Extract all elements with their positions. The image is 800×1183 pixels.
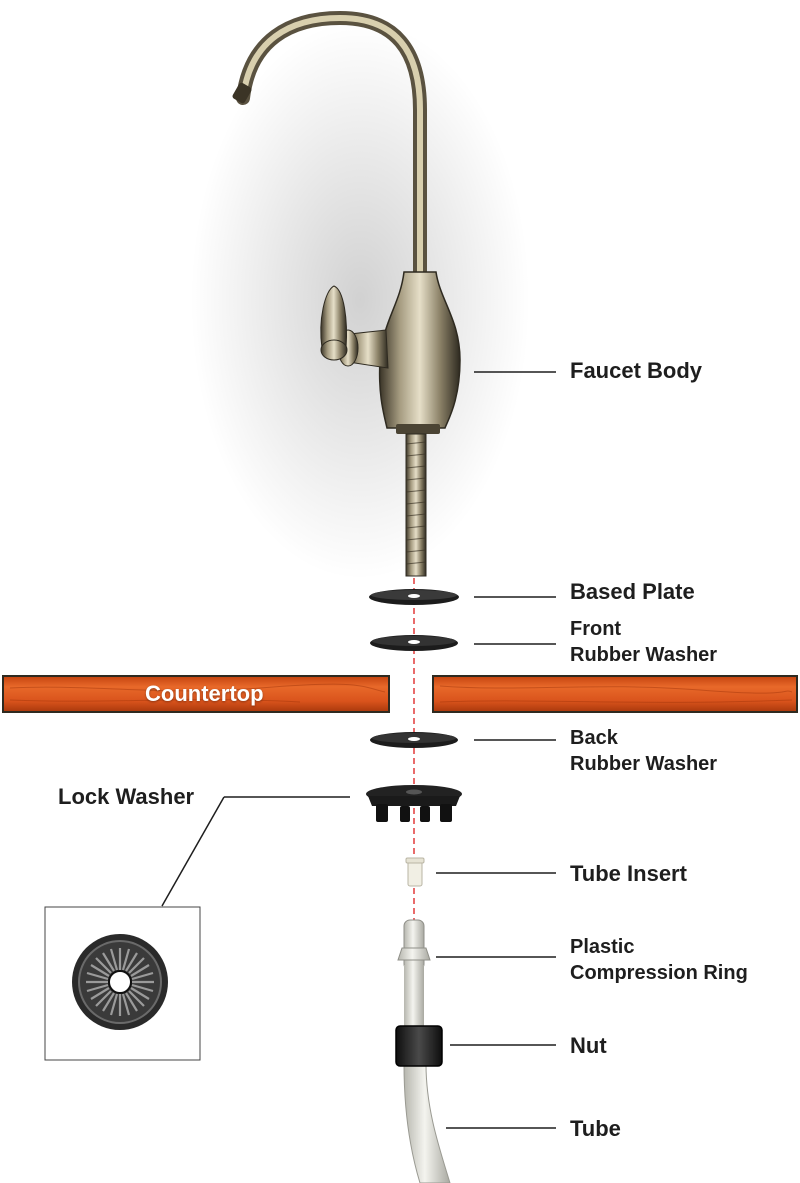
label-back-rubber-washer-line2: Rubber Washer <box>570 753 718 775</box>
label-plastic-compression-ring-line2: Compression Ring <box>570 962 748 984</box>
label-plastic-compression-ring: Plastic Compression Ring <box>570 934 748 986</box>
label-faucet-body: Faucet Body <box>570 358 703 383</box>
leader-lines <box>161 371 556 1129</box>
label-back-rubber-washer-line1: Back <box>570 727 618 749</box>
lock-washer <box>366 785 462 822</box>
faucet-body <box>232 10 461 577</box>
label-front-rubber-washer-line2: Rubber Washer <box>570 644 718 666</box>
tube-insert <box>405 857 425 887</box>
faucet-shadow <box>190 20 530 580</box>
label-countertop: Countertop <box>145 681 264 706</box>
label-based-plate: Based Plate <box>570 579 695 604</box>
label-front-rubber-washer-line1: Front <box>570 618 622 640</box>
label-front-rubber-washer: Front Rubber Washer <box>570 616 717 668</box>
label-lock-washer: Lock Washer <box>58 784 195 809</box>
label-back-rubber-washer: Back Rubber Washer <box>570 725 717 777</box>
back-rubber-washer <box>370 732 458 748</box>
label-nut: Nut <box>570 1033 607 1058</box>
lock-washer-detail <box>44 906 201 1061</box>
based-plate <box>369 589 459 605</box>
spout-tip <box>232 82 252 104</box>
countertop <box>2 675 798 713</box>
front-rubber-washer <box>370 635 458 651</box>
label-plastic-compression-ring-line1: Plastic <box>570 936 635 958</box>
plastic-compression-ring <box>397 919 431 971</box>
tube <box>403 965 451 1183</box>
label-tube-insert: Tube Insert <box>570 861 687 886</box>
label-tube: Tube <box>570 1116 621 1141</box>
leader-lock-washer-detail <box>161 796 225 907</box>
nut <box>395 1025 443 1067</box>
